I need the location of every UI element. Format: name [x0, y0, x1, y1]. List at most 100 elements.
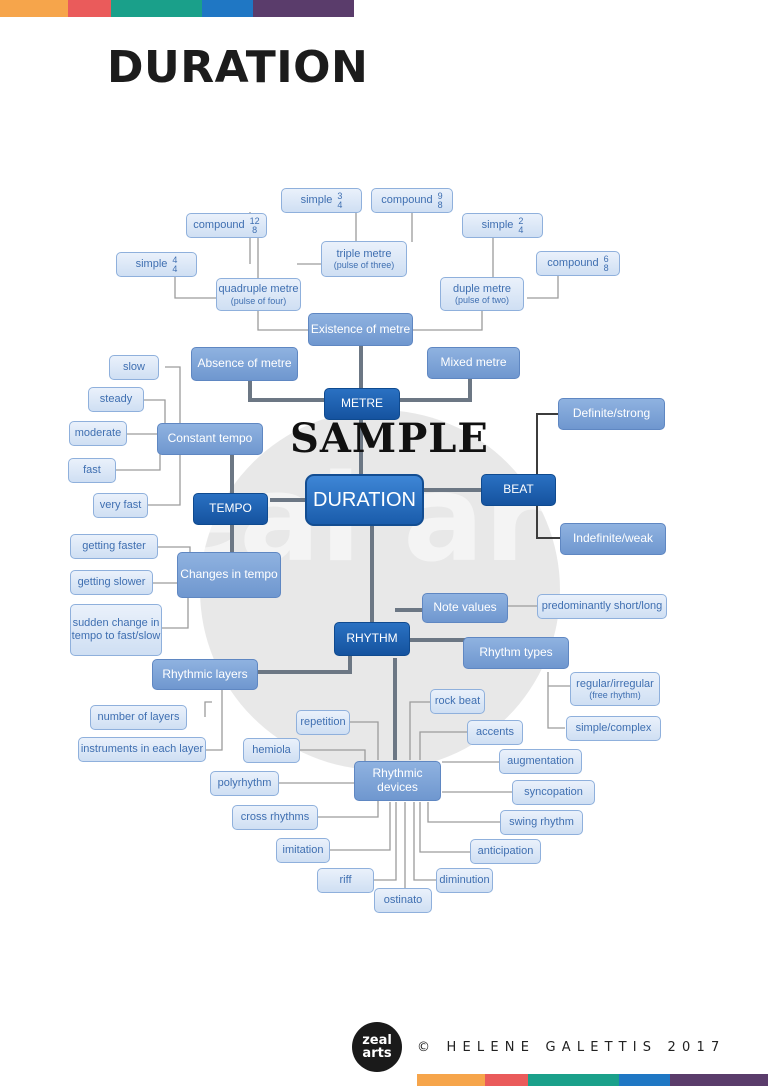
device-repetition[interactable]: repetition	[296, 710, 350, 735]
signature-label: simple	[300, 194, 333, 207]
duple-metre-node[interactable]: duple metre(pulse of two)	[440, 277, 524, 311]
device-swing-rhythm[interactable]: swing rhythm	[500, 810, 583, 835]
constant-label: Constant tempo	[167, 431, 253, 446]
device-label: cross rhythms	[240, 811, 310, 824]
signature-bottom: 4	[518, 224, 524, 235]
tempo-change-getting-faster[interactable]: getting faster	[70, 534, 158, 559]
layers-item-label: instruments in each layer	[80, 743, 204, 756]
device-syncopation[interactable]: syncopation	[512, 780, 595, 805]
device-imitation[interactable]: imitation	[276, 838, 330, 863]
device-diminution[interactable]: diminution	[436, 868, 493, 893]
signature-bottom: 8	[252, 224, 258, 235]
duple-sub: (pulse of two)	[454, 295, 510, 306]
top-bar-segment	[202, 0, 253, 17]
device-label: imitation	[282, 844, 324, 857]
rhythm-hub-node[interactable]: RHYTHM	[334, 622, 410, 656]
device-ostinato[interactable]: ostinato	[374, 888, 432, 913]
tempo-item-label: moderate	[74, 427, 122, 440]
signature-label: simple	[481, 219, 514, 232]
tempo-change-label: sudden change in tempo to fast/slow	[71, 617, 161, 642]
device-augmentation[interactable]: augmentation	[499, 749, 582, 774]
rhythm-types-node[interactable]: Rhythm types	[463, 637, 569, 669]
device-hemiola[interactable]: hemiola	[243, 738, 300, 763]
definite-label: Definite/strong	[572, 406, 651, 421]
device-label: riff	[339, 874, 352, 887]
device-cross-rhythms[interactable]: cross rhythms	[232, 805, 318, 830]
tempo-item-very-fast[interactable]: very fast	[93, 493, 148, 518]
signature-bottom: 4	[172, 263, 178, 274]
changes-label: Changes in tempo	[180, 567, 278, 582]
triple-sub: (pulse of three)	[333, 260, 395, 271]
device-label: rock beat	[434, 695, 481, 708]
rhythm-type-simple-complex[interactable]: simple/complex	[566, 716, 661, 741]
signature-top: 4	[172, 254, 178, 265]
signature-top: 3	[337, 190, 343, 201]
rhythm-label: RHYTHM	[346, 631, 398, 646]
device-anticipation[interactable]: anticipation	[470, 839, 541, 864]
beat-connectors	[536, 413, 560, 539]
device-label: hemiola	[252, 744, 291, 757]
watermark-sample-text: SAMPLE	[290, 415, 489, 462]
rhythmic-devices-node[interactable]: Rhythmic devices	[354, 761, 441, 801]
mixed-metre-node[interactable]: Mixed metre	[427, 347, 520, 379]
rhythmic-layers-node[interactable]: Rhythmic layers	[152, 659, 258, 690]
rhythm-type-regular-irregular[interactable]: regular/irregular(free rhythm)	[570, 672, 660, 706]
signature-bottom: 8	[603, 262, 609, 273]
device-accents[interactable]: accents	[467, 720, 523, 745]
device-riff[interactable]: riff	[317, 868, 374, 893]
signature-label: compound	[381, 194, 433, 207]
changes-in-tempo-node[interactable]: Changes in tempo	[177, 552, 281, 598]
duration-core-node[interactable]: DURATION	[305, 474, 424, 526]
quadruple-metre-node[interactable]: quadruple metre(pulse of four)	[216, 278, 301, 311]
tempo-hub-node[interactable]: TEMPO	[193, 493, 268, 525]
device-label: polyrhythm	[217, 777, 272, 790]
metre-label: METRE	[341, 396, 383, 411]
tempo-item-slow[interactable]: slow	[109, 355, 159, 380]
layers-item-number[interactable]: number of layers	[90, 705, 187, 730]
regular-sub: (free rhythm)	[589, 690, 641, 701]
bottom-bar-segment	[485, 1074, 528, 1086]
constant-tempo-node[interactable]: Constant tempo	[157, 423, 263, 455]
triple-metre-node[interactable]: triple metre(pulse of three)	[321, 241, 407, 277]
device-polyrhythm[interactable]: polyrhythm	[210, 771, 279, 796]
tempo-item-moderate[interactable]: moderate	[69, 421, 127, 446]
note-values-node[interactable]: Note values	[422, 593, 508, 623]
signature-label: simple	[135, 258, 168, 271]
tempo-change-label: getting faster	[82, 540, 146, 553]
definite-strong-node[interactable]: Definite/strong	[558, 398, 665, 430]
regular-label: regular/irregular	[576, 677, 654, 690]
absence-label: Absence of metre	[197, 356, 292, 371]
tempo-item-label: very fast	[99, 499, 142, 512]
tempo-label: TEMPO	[209, 501, 252, 516]
device-label: repetition	[300, 716, 346, 729]
top-bar-segment	[68, 0, 111, 17]
beat-hub-node[interactable]: BEAT	[481, 474, 556, 506]
note-values-label: Note values	[433, 600, 497, 615]
existence-of-metre-node[interactable]: Existence of metre	[308, 313, 413, 346]
tempo-item-fast[interactable]: fast	[68, 458, 116, 483]
beat-label: BEAT	[503, 482, 534, 497]
device-label: diminution	[439, 874, 490, 887]
layers-label: Rhythmic layers	[162, 666, 248, 681]
tempo-item-steady[interactable]: steady	[88, 387, 144, 412]
tempo-change-sudden[interactable]: sudden change in tempo to fast/slow	[70, 604, 162, 656]
tempo-item-label: steady	[99, 393, 133, 406]
layers-item-instruments[interactable]: instruments in each layer	[78, 737, 206, 762]
device-rock-beat[interactable]: rock beat	[430, 689, 485, 714]
note-values-item[interactable]: predominantly short/long	[537, 594, 667, 619]
metre-hub-node[interactable]: METRE	[324, 388, 400, 420]
absence-of-metre-node[interactable]: Absence of metre	[191, 347, 298, 381]
rhythm-types-label: Rhythm types	[479, 645, 553, 660]
note-values-item-label: predominantly short/long	[541, 600, 663, 613]
existence-label: Existence of metre	[310, 321, 411, 336]
logo-line-2: arts	[362, 1046, 392, 1061]
tempo-change-label: getting slower	[77, 576, 146, 589]
tempo-change-getting-slower[interactable]: getting slower	[70, 570, 153, 595]
indefinite-weak-node[interactable]: Indefinite/weak	[560, 523, 666, 555]
